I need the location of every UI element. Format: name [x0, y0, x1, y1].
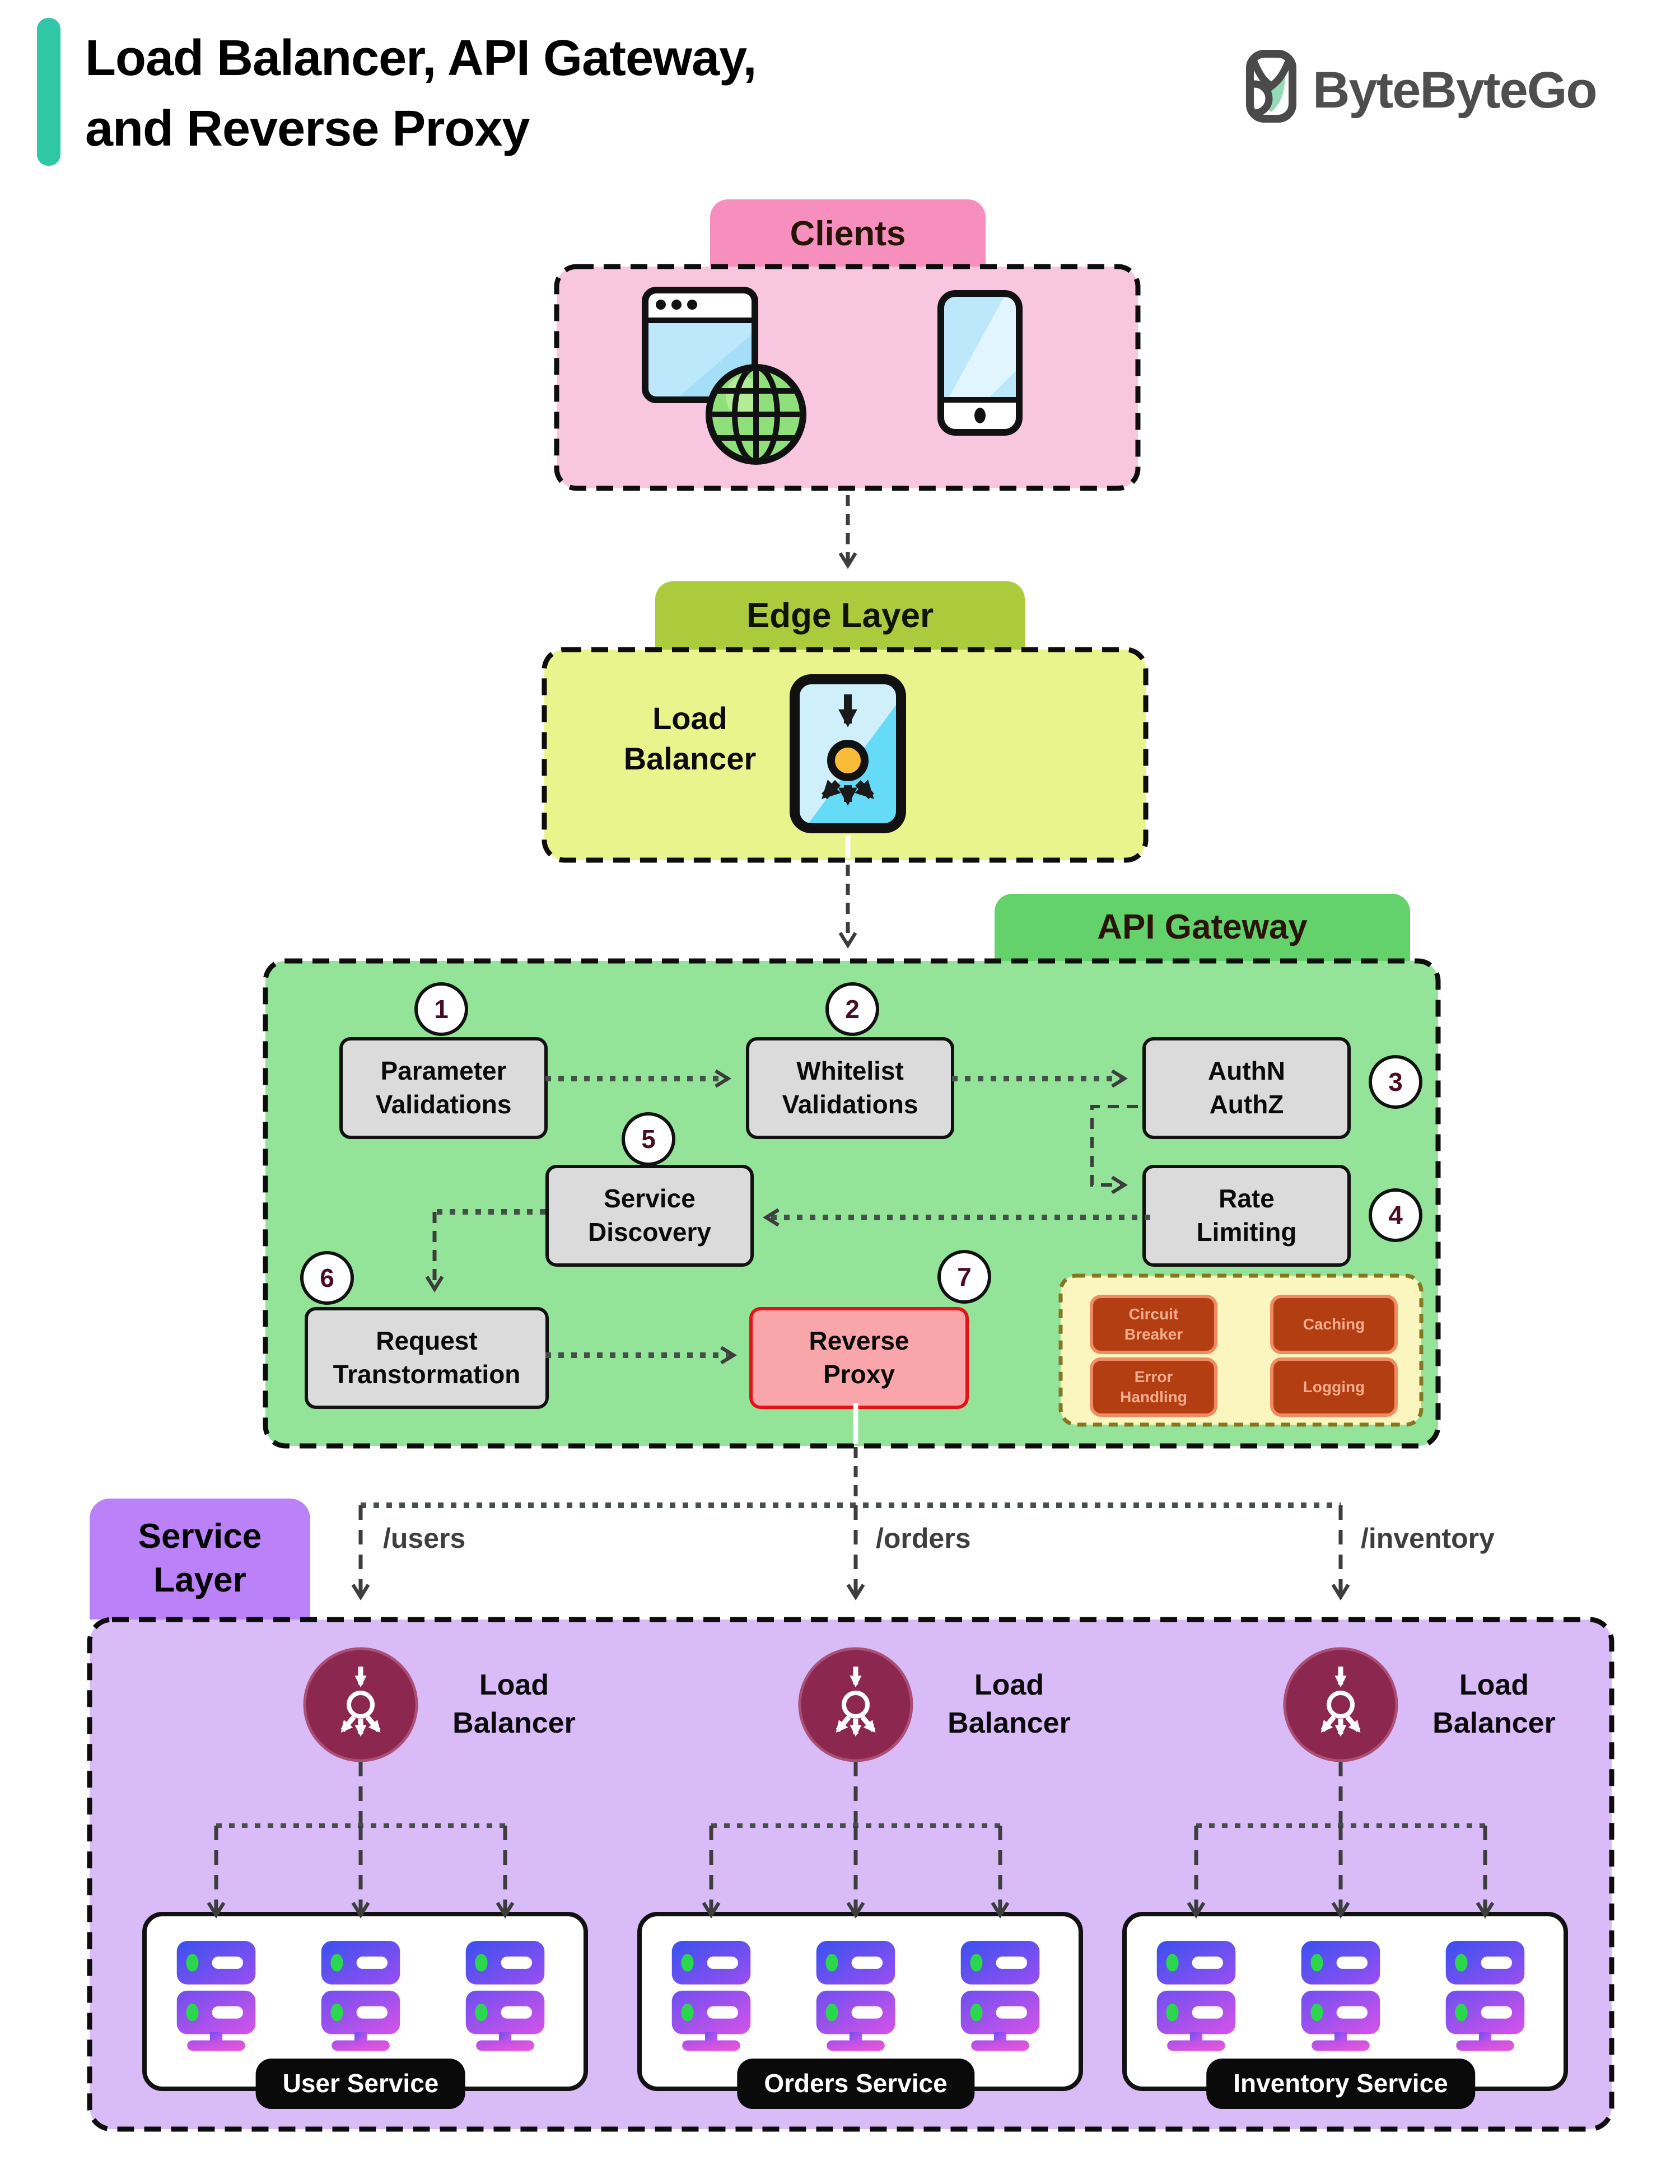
service-lb-label-2: Load Balancer [948, 1668, 1071, 1739]
node-request-transformation: Request Transtormation [305, 1307, 549, 1409]
node-reverse-proxy: Reverse Proxy [749, 1307, 969, 1409]
brand-logo: ByteByteGo [1245, 49, 1598, 129]
load-balancer-icon [790, 674, 906, 839]
step-number-7: 7 [937, 1250, 991, 1304]
page-title: Load Balancer, API Gateway, and Reverse … [85, 29, 757, 157]
service-lb-label-3: Load Balancer [1432, 1668, 1556, 1739]
inventory-service-pill: Inventory Service [1206, 2059, 1475, 2109]
route-label-inventory: /inventory [1361, 1523, 1495, 1555]
tab-api-gateway: API Gateway [995, 894, 1410, 961]
orders-service-pill: Orders Service [737, 2059, 974, 2109]
tab-edge-layer: Edge Layer [655, 581, 1025, 651]
route-label-users: /users [383, 1523, 466, 1555]
globe-icon [706, 364, 806, 465]
feature-caching: Caching [1270, 1295, 1398, 1354]
tab-clients: Clients [710, 199, 986, 269]
bytebytego-logo-icon [1245, 49, 1297, 129]
tab-service-layer: Service Layer [90, 1499, 310, 1620]
brand-name: ByteByteGo [1313, 60, 1598, 118]
node-parameter-validations: Parameter Validations [339, 1037, 548, 1139]
step-number-4: 4 [1369, 1188, 1422, 1242]
node-whitelist-validations: Whitelist Validations [746, 1037, 954, 1139]
user-service-pill: User Service [255, 2059, 466, 2109]
node-rate-limiting: Rate Limiting [1142, 1165, 1351, 1267]
step-number-3: 3 [1369, 1055, 1422, 1109]
step-number-2: 2 [825, 982, 879, 1036]
step-number-6: 6 [300, 1251, 354, 1305]
step-number-1: 1 [414, 982, 468, 1036]
edge-load-balancer-label: Load Balancer [623, 701, 757, 777]
browser-globe-icon [642, 287, 810, 472]
route-label-orders: /orders [876, 1523, 971, 1555]
node-authn-authz: AuthN AuthZ [1142, 1037, 1351, 1139]
feature-circuit-breaker: Circuit Breaker [1090, 1295, 1217, 1354]
feature-logging: Logging [1270, 1357, 1398, 1417]
title-accent-bar [37, 18, 60, 166]
smartphone-icon [936, 289, 1024, 442]
service-lb-label-1: Load Balancer [452, 1668, 576, 1739]
node-service-discovery: Service Discovery [545, 1165, 754, 1267]
feature-error-handling: Error Handling [1090, 1357, 1217, 1417]
step-number-5: 5 [622, 1112, 675, 1166]
